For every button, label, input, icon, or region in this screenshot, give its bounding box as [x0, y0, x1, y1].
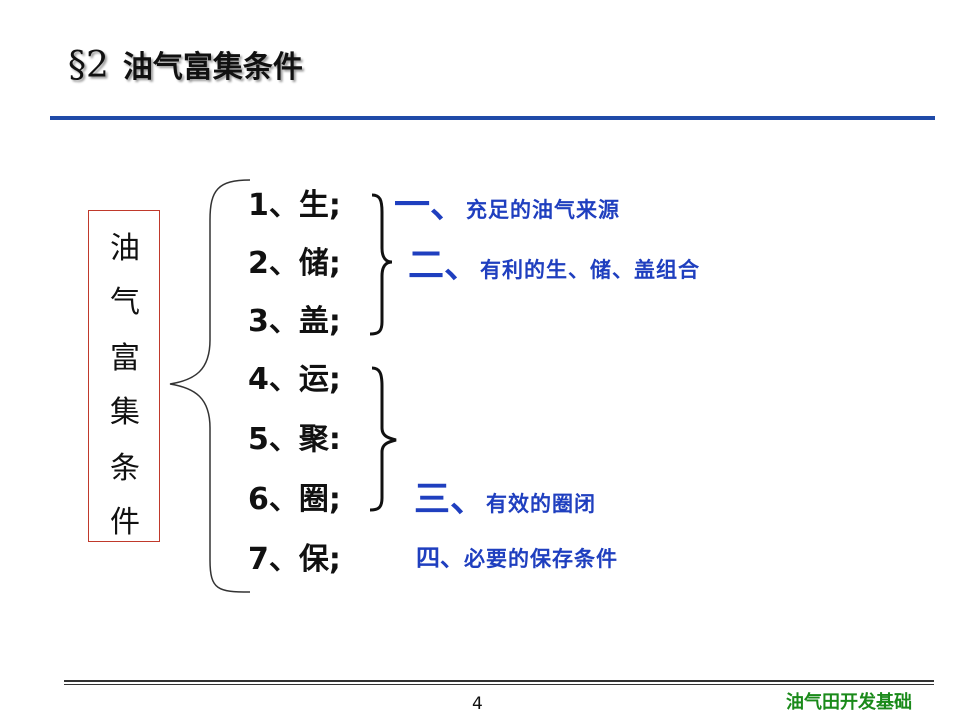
category-text: 有利的生、储、盖组合: [480, 258, 701, 282]
category-number: 二、: [408, 245, 481, 286]
conditions-box: 油 气 富 集 条 件: [88, 210, 160, 542]
list-item: 4、运;: [248, 362, 341, 397]
box-char: 富: [110, 341, 140, 376]
category-number: 一、: [394, 185, 467, 226]
category-text: 充足的油气来源: [466, 198, 621, 222]
title-text: 油气富集条件: [122, 50, 303, 85]
list-item: 6、圈;: [248, 482, 341, 517]
category-number: 四、: [416, 544, 464, 572]
category-text: 有效的圈闭: [486, 492, 597, 516]
brace-group-2: [369, 366, 397, 512]
footer-brand: 油气田开发基础: [786, 692, 912, 713]
box-char: 集: [110, 395, 140, 430]
footer-divider: [64, 680, 934, 682]
category-3: 三、有效的圈闭: [414, 470, 596, 522]
list-item: 7、保;: [248, 542, 341, 577]
brace-group-1: [369, 193, 393, 336]
category-text: 必要的保存条件: [464, 547, 618, 571]
page-number: 4: [472, 694, 483, 714]
title-divider: [50, 116, 935, 120]
category-2: 二、有利的生、储、盖组合: [408, 236, 700, 288]
list-item: 3、盖;: [248, 304, 341, 339]
page-title: §2 油气富集条件: [68, 42, 303, 86]
box-char: 油: [110, 231, 140, 266]
list-item: 1、生;: [248, 188, 341, 223]
box-char: 气: [110, 285, 140, 320]
category-1: 一、充足的油气来源: [394, 176, 620, 228]
list-item: 2、储;: [248, 246, 341, 281]
section-mark: §2: [68, 45, 109, 86]
category-4: 四、必要的保存条件: [416, 538, 618, 573]
box-char: 条: [110, 451, 140, 486]
footer-divider-thin: [64, 684, 934, 685]
box-char: 件: [110, 505, 140, 540]
main-brace: [169, 179, 251, 593]
list-item: 5、聚:: [248, 422, 341, 457]
category-number: 三、: [414, 479, 487, 520]
